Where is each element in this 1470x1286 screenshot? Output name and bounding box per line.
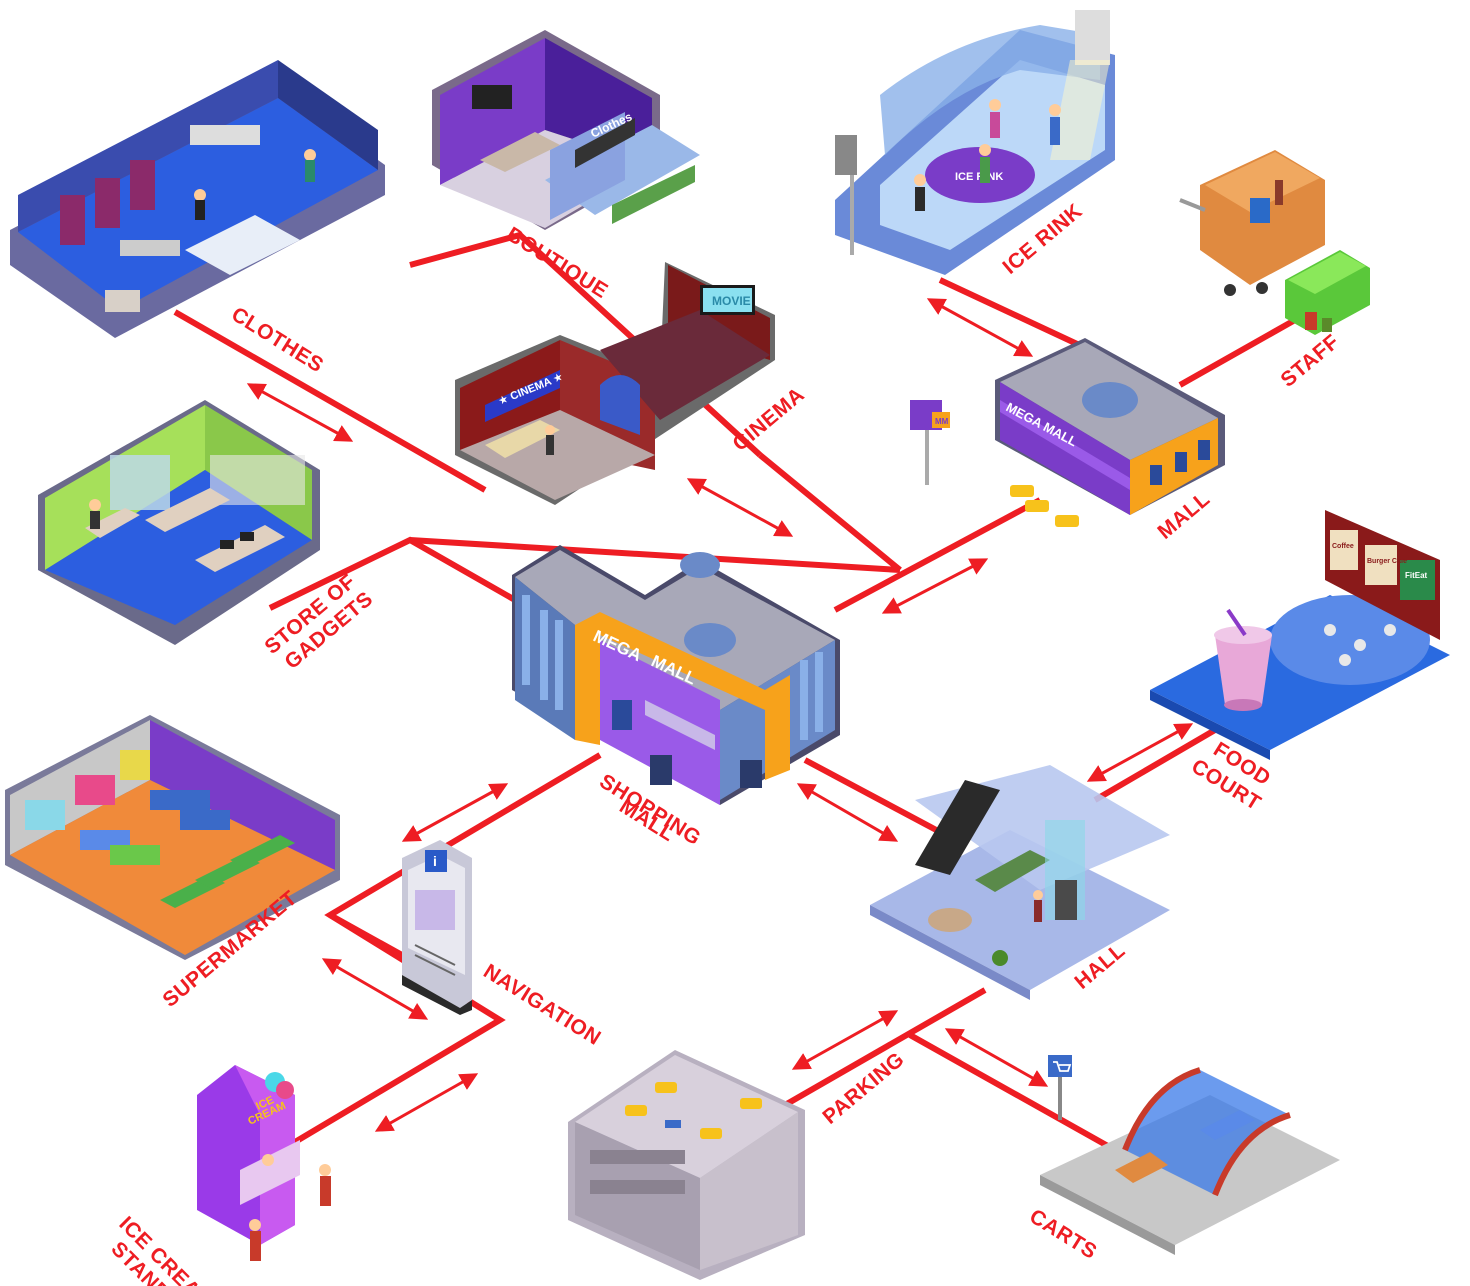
label-staff: STAFF [1276,330,1343,392]
label-carts: CARTS [1025,1205,1101,1264]
label-navigation: NAVIGATION [479,960,605,1050]
label-boutique: BOUTIQUE [502,223,612,303]
info-icon-glyph: i [433,853,437,869]
carts-illustration[interactable] [1040,1055,1340,1255]
supermarket-illustration[interactable] [5,715,340,960]
rink-floor-text: ICE RINK [955,171,1003,183]
food-stall-coffee: Coffee [1332,543,1354,550]
boutique-illustration[interactable]: Clothes [432,30,700,230]
navigation-kiosk-illustration[interactable]: i [402,840,472,1015]
food-stall-burger: Burger Cafe [1367,558,1407,565]
gadgets-store-illustration[interactable] [38,400,320,645]
taxi-icon [1010,485,1034,497]
cinema-illustration[interactable]: MOVIE ★ CINEMA ★ [455,262,775,505]
cart-icon [1048,1055,1072,1077]
ice-cream-stand-illustration[interactable]: ICE CREAM [197,1065,331,1261]
small-mall-illustration[interactable]: MEGA MALL MM [910,338,1225,527]
mm-pole-sign: MM [935,417,949,426]
ice-rink-illustration[interactable]: ICE RINK [835,10,1115,275]
clothes-store-illustration[interactable] [10,60,385,338]
label-clothes: CLOTHES [227,303,327,378]
label-cinema: CINEMA [728,383,809,456]
escalator-icon [915,780,1000,875]
parking-illustration[interactable] [568,1050,805,1280]
info-icon [425,850,447,872]
staff-baskets-illustration[interactable] [1179,150,1370,335]
bidirectional-arrows [246,298,1194,1132]
food-stall-fiteat: FitEat [1405,571,1428,580]
cinema-screen-text: MOVIE [712,294,751,308]
shopping-mall-illustration[interactable]: MEGA MALL [512,545,840,805]
hall-illustration[interactable] [870,765,1170,1000]
food-court-illustration[interactable]: Coffee Burger Cafe FitEat [1150,510,1450,760]
